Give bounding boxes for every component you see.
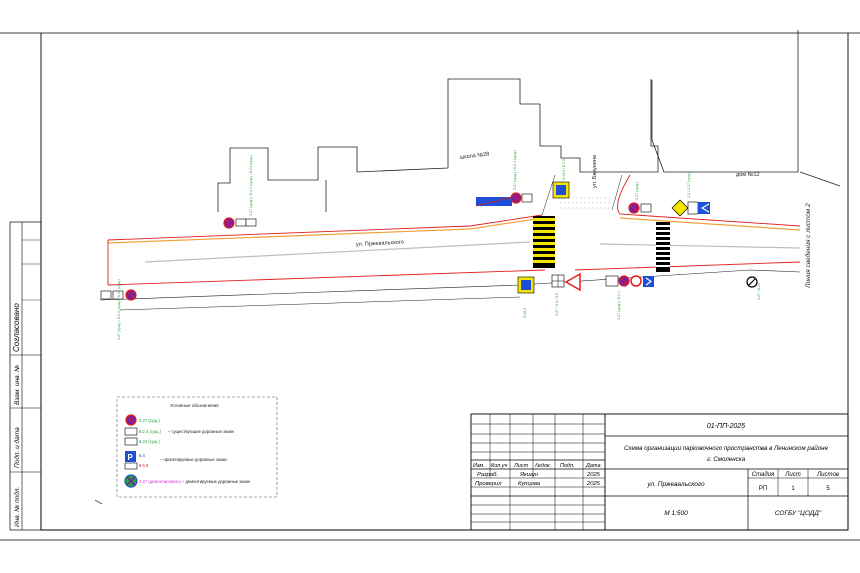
house-building xyxy=(651,30,799,173)
house-label: дом №12 xyxy=(736,172,760,178)
stamp-sign-date: Подп. и дата xyxy=(13,427,21,468)
sign-group-5: 3.27 (сущ.) xyxy=(628,182,652,214)
curb-north-east xyxy=(617,174,801,227)
legend-code-existing-1: 3.27 (сущ.) xyxy=(139,418,161,423)
title-block: 01-ПП-2025 Схема организации парковочног… xyxy=(470,413,849,531)
curb-south-west xyxy=(107,269,546,286)
side-note: Линия сведения с листом 2 xyxy=(804,203,812,289)
legend-code-existing-3: 8.24 (сущ.) xyxy=(139,439,161,444)
side-stamp: Согласовано Взам. инв. № Подп. и дата Ин… xyxy=(9,221,42,531)
tb-date-2: 2025 xyxy=(586,481,601,487)
tb-stage-v: РП xyxy=(759,486,767,492)
crossing-west xyxy=(533,216,555,268)
tb-doc-code: 01-ПП-2025 xyxy=(707,423,745,430)
street-side-label: ул. Бакунина xyxy=(592,154,598,188)
sign-codes-g4: 5.19.1 / 8.2.5 xyxy=(562,159,566,180)
curb-north-west xyxy=(107,214,543,241)
tb-sheet-title: ул. Пржевальского xyxy=(646,481,705,488)
tb-project-title-1: Схема организации парковочного пространс… xyxy=(624,445,829,452)
parking-zone-blue xyxy=(475,196,513,207)
sign-group-9: 3.27 (сущ.) / 8.2.4 xyxy=(605,275,654,320)
tb-role-1: Разраб. xyxy=(477,472,498,478)
tb-list-h: Лист xyxy=(784,472,800,478)
sign-group-1: 3.27 (сущ.) / 8.2.4 (сущ.) / 8.24 (сущ.) xyxy=(223,155,257,229)
tb-col-izm: Изм. xyxy=(473,463,485,469)
stamp-inv-orig: Инв. № подл. xyxy=(13,486,21,527)
side-street-east-curb xyxy=(611,174,623,211)
street-main-label: ул. Пржевальского xyxy=(356,240,404,248)
sign-group-2: 3.27 (сущ.) / 8.2.4 (сущ.) / 8.24 (сущ.) xyxy=(100,279,137,340)
tb-date-1: 2025 xyxy=(586,472,601,478)
sidewalk-south xyxy=(119,296,521,311)
legend-code-proj-1: 6.4 xyxy=(139,453,145,458)
tb-lists-v: 5 xyxy=(826,486,830,492)
school-label: школа №28 xyxy=(460,151,490,161)
side-street-west-curb xyxy=(541,174,556,216)
sign-codes-g5: 3.27 (сущ.) xyxy=(635,182,639,200)
stamp-inv-no: Взам. инв. № xyxy=(14,365,21,405)
sign-group-8: 3.27 / 3.1 / 5.5 xyxy=(551,272,581,316)
sign-codes-g3: 3.27 (сущ.) / 8.2.4 (сущ.) xyxy=(513,150,517,190)
tb-scale: М 1:500 xyxy=(664,510,688,517)
tb-org: СОГБУ "ЦОДД" xyxy=(775,510,822,517)
buildings xyxy=(217,30,841,212)
tb-lists-h: Листов xyxy=(816,472,839,478)
tb-name-1: Якшин xyxy=(519,472,539,478)
sign-group-10: 3.27 / 8.24 xyxy=(746,276,761,300)
parking-p-glyph: P xyxy=(128,453,134,462)
legend-title: Условные обозначения xyxy=(170,403,219,408)
legend-dismantle-label: – демонтируемые дорожные знаки xyxy=(182,479,250,484)
tb-col-podp: Подп. xyxy=(560,463,575,469)
axis-main-east xyxy=(619,217,801,231)
tb-col-list: Лист xyxy=(513,463,529,469)
sign-codes-g8: 3.27 / 3.1 / 5.5 xyxy=(555,293,559,316)
sign-codes-g9: 3.27 (сущ.) / 8.2.4 xyxy=(617,291,621,320)
tb-role-2: Проверил xyxy=(475,481,502,487)
tb-stage-h: Стадия xyxy=(752,472,775,478)
sign-codes-g10: 3.27 / 8.24 xyxy=(757,283,761,300)
tb-name-2: Купцова xyxy=(518,481,541,487)
axis-main-west xyxy=(107,217,543,244)
centerline-main-east xyxy=(599,243,801,249)
curb-south-east xyxy=(574,261,801,271)
sign-group-4: 5.19.1 / 8.2.5 xyxy=(552,159,570,199)
legend-code-proj-2: 8.6.5 xyxy=(139,463,149,468)
legend-code-dismantle: 3.27 (демонтировать) xyxy=(139,479,181,484)
tb-col-data: Дата xyxy=(585,463,601,469)
school-building xyxy=(217,78,659,212)
sign-group-7: 5.19.2 xyxy=(517,276,535,318)
legend-projected-label: – проектируемые дорожные знаки xyxy=(160,457,227,462)
crossing-east xyxy=(656,222,670,272)
road-network xyxy=(99,174,801,311)
tb-project-title-2: г. Смоленска xyxy=(707,456,746,463)
legend: Условные обозначения 3.27 (сущ.) 8.2.4 (… xyxy=(116,396,278,498)
tb-col-ndoc: №док. xyxy=(535,463,551,469)
tb-col-kol: Кол.уч xyxy=(491,463,508,469)
centerline-main-west xyxy=(144,241,531,263)
leader-tick xyxy=(94,499,103,505)
sign-codes-g6: 2.1 / 3.27 (сущ.) xyxy=(687,172,691,198)
curb-south-lower xyxy=(99,269,801,301)
sign-codes-g2: 3.27 (сущ.) / 8.2.4 (сущ.) / 8.24 (сущ.) xyxy=(117,279,121,340)
stamp-agreed: Согласовано xyxy=(12,303,21,352)
tb-list-v: 1 xyxy=(791,486,795,492)
sign-codes-g7: 5.19.2 xyxy=(523,308,527,318)
sign-group-6: 2.1 / 3.27 (сущ.) xyxy=(671,172,710,217)
sign-group-3: 3.27 (сущ.) / 8.2.4 (сущ.) xyxy=(510,150,533,204)
crossing-side-street xyxy=(560,197,610,209)
legend-existing-label: – существующие дорожные знаки xyxy=(168,429,234,434)
building-edge-right xyxy=(799,171,841,187)
legend-code-existing-2: 8.2.4 (сущ.) xyxy=(139,429,162,434)
sign-codes-g1: 3.27 (сущ.) / 8.2.4 (сущ.) / 8.24 (сущ.) xyxy=(249,155,253,216)
